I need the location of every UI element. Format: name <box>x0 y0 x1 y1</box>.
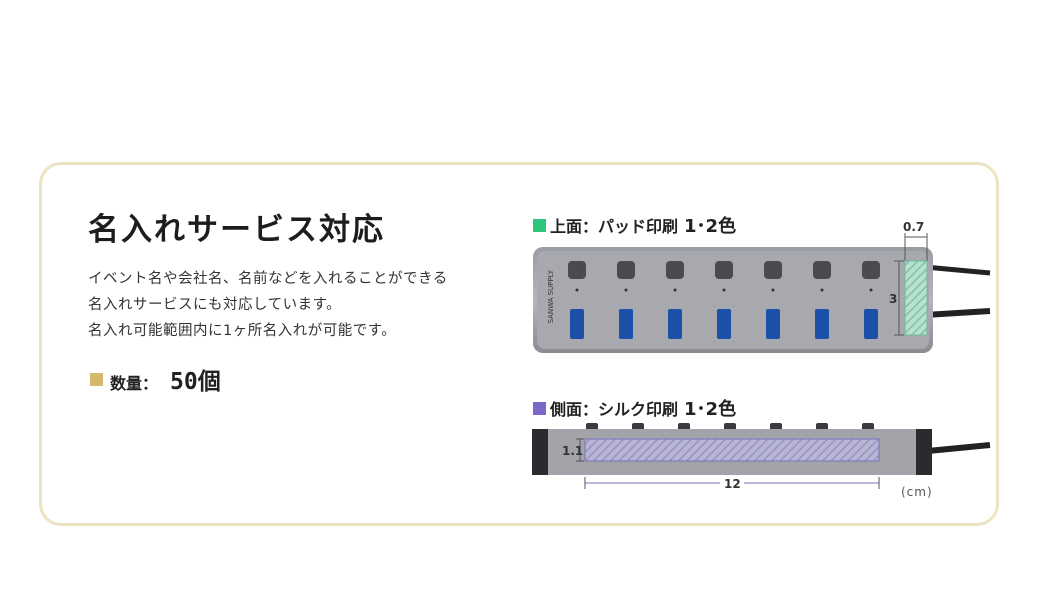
purple-square-icon <box>533 401 546 415</box>
side-print-label: 側面：シルク印刷 1･2色 <box>533 395 736 421</box>
device-brand-text: SANWA SUPPLY <box>547 270 555 324</box>
top-print-method: 上面：パッド印刷 <box>550 217 679 236</box>
quantity-label: 数量： <box>110 374 159 393</box>
description-line: 名入れ可能範囲内に1ヶ所名入れが可能です。 <box>88 323 397 339</box>
unit-label: (cm) <box>901 485 933 499</box>
hub-side-view-illustration <box>532 423 991 490</box>
quantity-marker-icon <box>90 372 103 386</box>
top-print-label: 上面：パッド印刷 1･2色 <box>533 212 736 238</box>
page-title: 名入れサービス対応 <box>88 212 385 248</box>
quantity: 数量： 50個 <box>90 362 221 396</box>
side-print-method: 側面：シルク印刷 <box>550 400 679 419</box>
side-dim-height: 1.1 <box>562 444 584 458</box>
description-line: 名入れサービスにも対応しています。 <box>88 297 342 313</box>
quantity-value: 50個 <box>170 369 221 395</box>
top-dim-width: 0.7 <box>903 220 925 234</box>
green-square-icon <box>533 218 546 232</box>
description: イベント名や会社名、名前などを入れることができる 名入れサービスにも対応していま… <box>88 266 448 344</box>
description-line: イベント名や会社名、名前などを入れることができる <box>88 271 448 287</box>
hub-top-view-illustration <box>533 233 991 353</box>
top-dim-height: 3 <box>889 292 898 306</box>
side-print-colors: 1･2色 <box>684 399 737 420</box>
side-dim-width: 12 <box>724 477 741 491</box>
top-print-colors: 1･2色 <box>684 216 737 237</box>
